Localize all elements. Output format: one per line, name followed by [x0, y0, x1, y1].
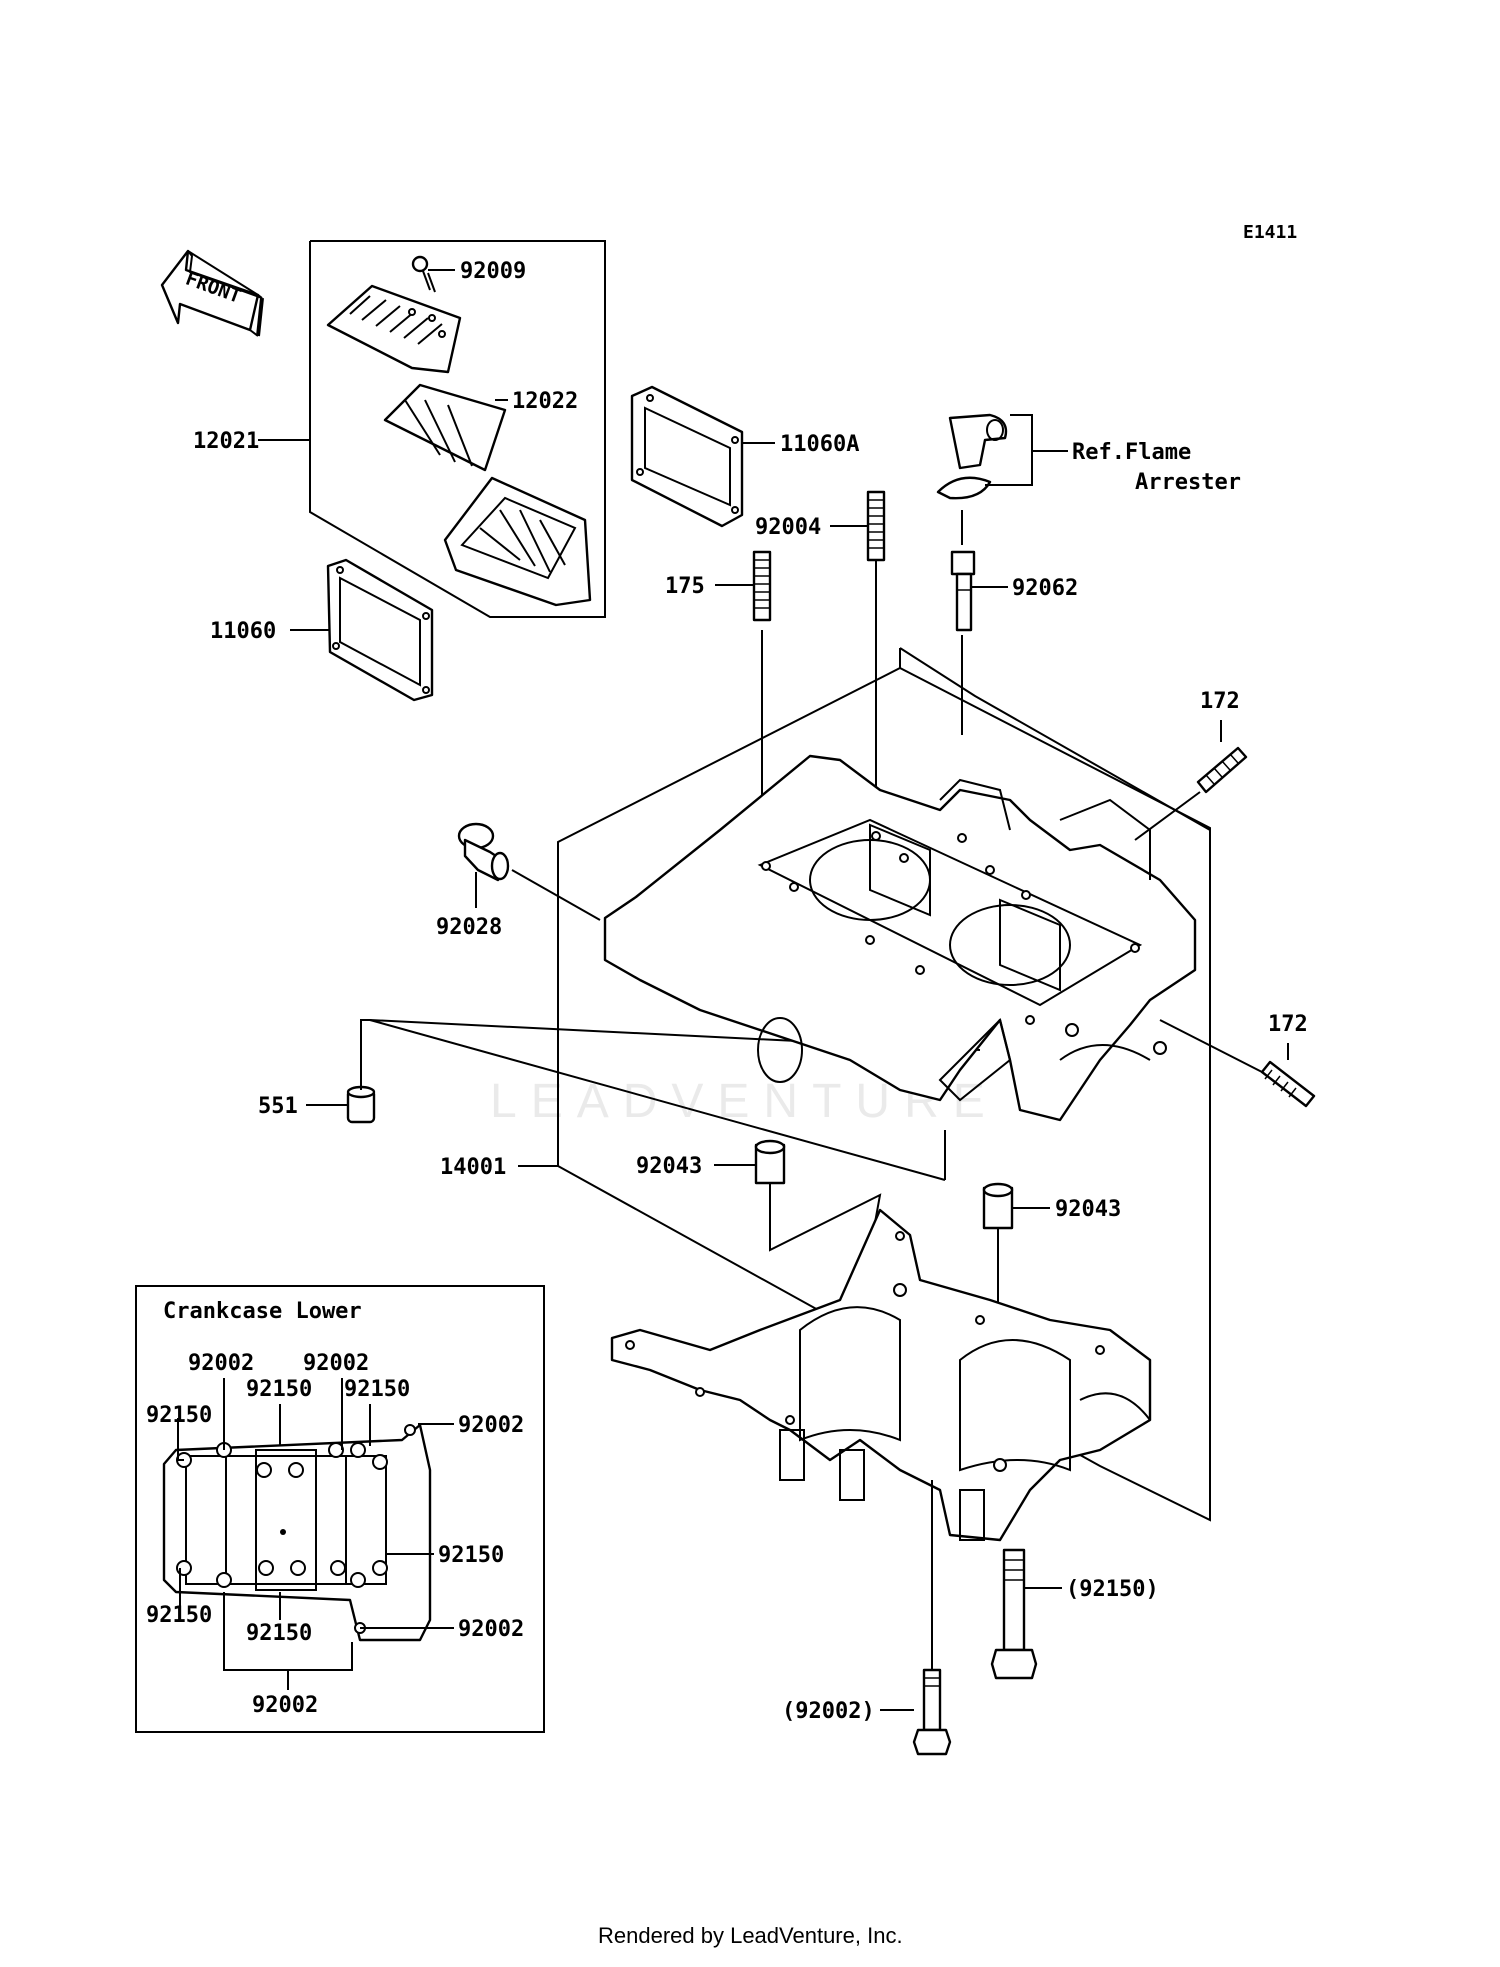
inset-label-92002-tl: 92002 — [188, 1351, 254, 1376]
label-92062: 92062 — [1012, 576, 1078, 601]
label-92043-left: 92043 — [636, 1154, 702, 1179]
label-92028: 92028 — [436, 915, 502, 940]
crankcase-upper-part — [603, 754, 1197, 1122]
screw-92009-part — [411, 255, 436, 293]
label-172-lower: 172 — [1268, 1012, 1308, 1037]
hose-part — [948, 413, 1008, 470]
inset-title: Crankcase Lower — [163, 1299, 362, 1324]
inset-label-92002-tr: 92002 — [303, 1351, 369, 1376]
inset-label-92150-c2: 92150 — [344, 1377, 410, 1402]
stud-175-part — [752, 550, 772, 622]
inset-label-92150-r: 92150 — [438, 1543, 504, 1568]
inset-label-92150-b: 92150 — [246, 1621, 312, 1646]
label-92002-paren: (92002) — [782, 1699, 875, 1724]
inset-label-92002-br: 92002 — [458, 1617, 524, 1642]
crankcase-lower-inset: Crankcase Lower — [135, 1285, 545, 1733]
label-92004: 92004 — [755, 515, 821, 540]
bolt-92062-part — [950, 550, 976, 632]
gasket-11060A-part — [630, 385, 744, 528]
dowel-92043-right-part — [982, 1182, 1014, 1230]
plug-92028-part — [457, 822, 510, 882]
label-12021: 12021 — [193, 429, 259, 454]
stud-172-lower-part — [1260, 1060, 1316, 1108]
reed-valve-box: 92009 12022 — [258, 240, 606, 618]
gasket-11060-part — [326, 558, 434, 702]
ref-note-line1: Ref.Flame — [1072, 440, 1191, 465]
bolt-92002-part — [912, 1668, 952, 1756]
stud-92004-part — [866, 490, 886, 562]
label-92043-right: 92043 — [1055, 1197, 1121, 1222]
clip-part — [936, 476, 992, 500]
dowel-551-part — [346, 1085, 376, 1124]
reed-petal-part — [383, 383, 507, 472]
inset-label-92150-l: 92150 — [146, 1403, 212, 1428]
label-175: 175 — [665, 574, 705, 599]
reed-stopper-part — [326, 284, 462, 374]
label-172-upper: 172 — [1200, 689, 1240, 714]
crankcase-lower-part — [610, 1208, 1152, 1542]
inset-label-92002-r: 92002 — [458, 1413, 524, 1438]
ref-note-line2: Arrester — [1135, 470, 1241, 495]
inset-label-92002-bot: 92002 — [252, 1693, 318, 1718]
label-92150-paren: (92150) — [1066, 1577, 1159, 1602]
dowel-92043-left-part — [754, 1139, 786, 1185]
footer-credit: Rendered by LeadVenture, Inc. — [598, 1923, 903, 1948]
front-arrow-icon: FRONT — [160, 249, 264, 337]
inset-label-92150-c1: 92150 — [246, 1377, 312, 1402]
label-92009: 92009 — [460, 259, 526, 284]
label-12022: 12022 — [512, 389, 578, 414]
label-551: 551 — [258, 1094, 298, 1119]
reed-block-part — [443, 476, 592, 607]
stud-172-upper-part — [1196, 746, 1248, 794]
label-11060: 11060 — [210, 619, 276, 644]
diagram-code: E1411 — [1243, 222, 1297, 243]
label-14001: 14001 — [440, 1155, 506, 1180]
bolt-92150-part — [990, 1548, 1038, 1680]
label-11060A: 11060A — [780, 432, 859, 457]
inset-label-92150-bl: 92150 — [146, 1603, 212, 1628]
